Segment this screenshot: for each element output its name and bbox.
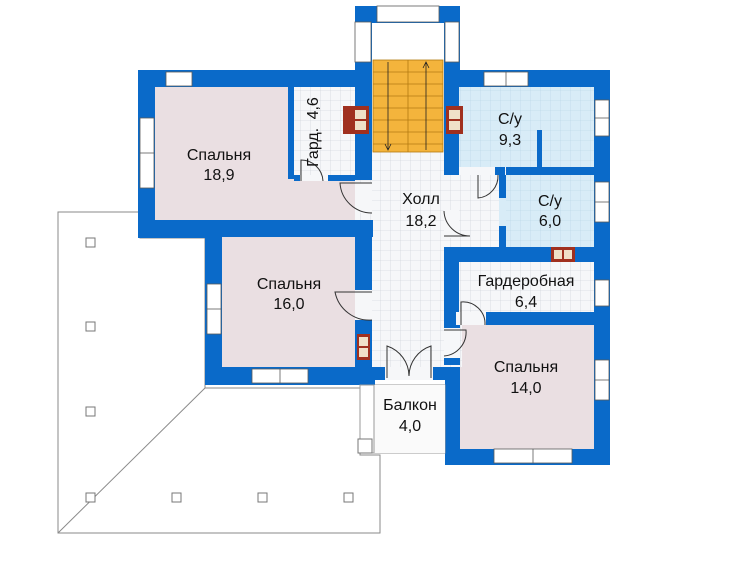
- wardrobe-small-label: Гард. 4,6: [305, 97, 322, 167]
- wardrobe-area: 6,4: [515, 294, 537, 311]
- door-gaps: [300, 167, 506, 380]
- staircase: [372, 59, 444, 153]
- door-swings: [300, 159, 499, 378]
- bath-large-name: С/у: [498, 111, 522, 128]
- bath-small-area: 6,0: [539, 213, 561, 230]
- bedroom-nw-area: 18,9: [203, 167, 234, 184]
- window-mullions: [140, 72, 609, 463]
- bath-small-floor: [505, 175, 594, 247]
- bedroom-se-area: 14,0: [510, 380, 541, 397]
- balcony: [357, 384, 446, 454]
- bedroom-se-name: Спальня: [494, 359, 558, 376]
- balcony-area: 4,0: [399, 418, 421, 435]
- bedroom-w-name: Спальня: [257, 276, 321, 293]
- wardrobe-small-name: Гард.: [305, 128, 322, 167]
- bath-small-name: С/у: [538, 193, 562, 210]
- hall-floor: [372, 150, 444, 378]
- room-labels: Спальня 18,9 Гард. 4,6 Холл 18,2 С/у 9,3…: [187, 97, 575, 435]
- bath-large-floor: [459, 87, 594, 167]
- bedroom-w-floor: [222, 237, 355, 367]
- wardrobe-small-area: 4,6: [305, 97, 322, 119]
- bedroom-se-floor: [460, 325, 594, 449]
- wardrobe-name: Гардеробная: [478, 273, 575, 290]
- chimneys: [343, 106, 575, 360]
- roof-vents: [85, 237, 354, 503]
- wardrobe-floor: [459, 262, 594, 312]
- balcony-name: Балкон: [383, 397, 437, 414]
- bedroom-nw-name: Спальня: [187, 147, 251, 164]
- hall-name: Холл: [402, 191, 440, 208]
- bath-large-area: 9,3: [499, 132, 521, 149]
- bedroom-w-area: 16,0: [273, 296, 304, 313]
- hall-area: 18,2: [405, 213, 436, 230]
